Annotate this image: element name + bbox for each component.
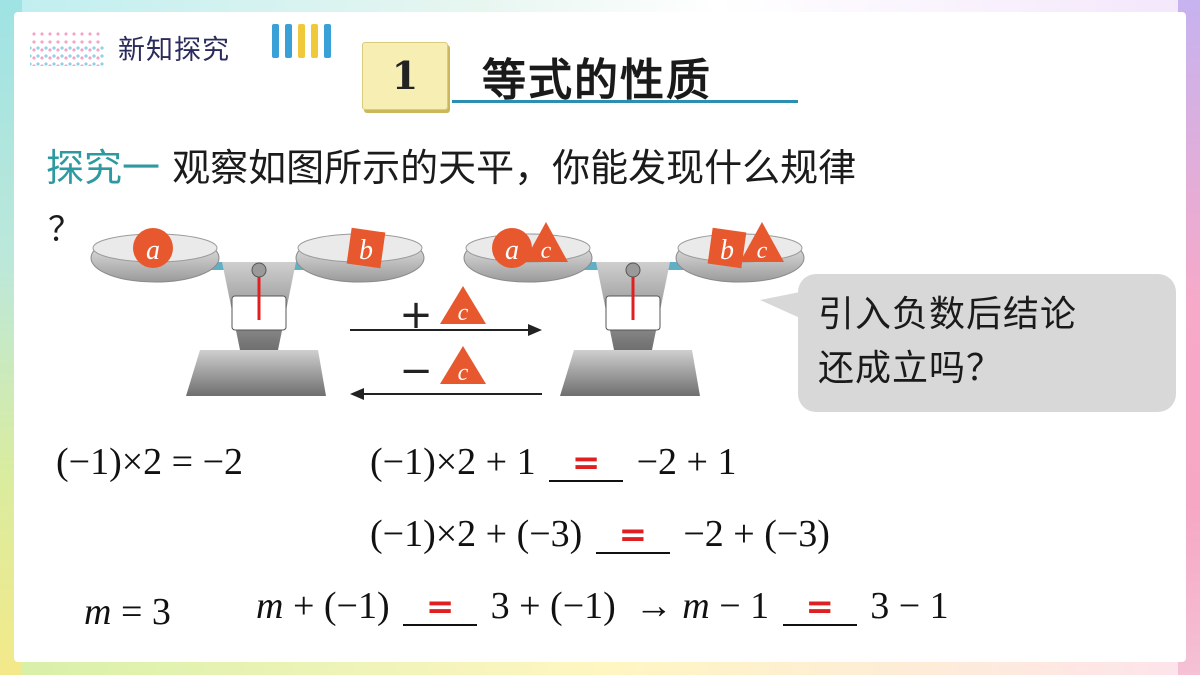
shape-c-label: c — [757, 238, 768, 264]
answer-equals: = — [571, 443, 601, 483]
variable-m: m — [256, 585, 284, 627]
answer-blank: = — [782, 587, 857, 627]
shape-c-label: c — [541, 238, 552, 264]
section-label: 新知探究 — [118, 35, 230, 66]
plus-sign: + — [399, 292, 433, 338]
shape-c-label: c — [458, 360, 469, 386]
scale-left: a b — [90, 227, 425, 396]
bubble-tail — [760, 292, 800, 318]
section-number-badge: 1 — [362, 42, 448, 110]
decorative-bar — [311, 24, 318, 58]
shape-b-square — [346, 227, 386, 269]
variable-m: m — [84, 591, 112, 633]
shape-c-triangle — [524, 222, 568, 262]
equation-2: (−1)×2 + 1 = −2 + 1 — [370, 440, 736, 484]
scale-right: a c b c — [463, 222, 805, 396]
equation-6-right: 3 − 1 — [870, 585, 949, 627]
background-bottom-strip — [0, 661, 1200, 675]
equation-2-left: (−1)×2 + 1 — [370, 441, 536, 483]
scale-left-base — [186, 350, 326, 396]
scale-right-base — [560, 350, 700, 396]
decorative-bars — [272, 24, 331, 58]
implies-arrow: → — [634, 585, 673, 627]
shape-c-triangle — [440, 346, 486, 384]
variable-m: m — [682, 585, 710, 627]
answer-blank: = — [549, 443, 624, 483]
decorative-dot-grid-blue — [30, 44, 104, 66]
shape-c-triangle — [740, 222, 784, 262]
explore-label: 探究一 — [46, 146, 161, 190]
page-title: 等式的性质 — [482, 55, 712, 106]
equation-2-right: −2 + 1 — [636, 441, 737, 483]
title-underline — [452, 100, 798, 103]
decorative-bar — [285, 24, 292, 58]
minus-sign: − — [399, 348, 433, 394]
explore-text: 观察如图所示的天平，你能发现什么规律 — [172, 146, 857, 190]
speech-bubble-text: 引入负数后结论 还成立吗？ — [818, 288, 1158, 396]
bubble-line-2: 还成立吗？ — [818, 348, 1004, 389]
shape-b-label: b — [359, 235, 373, 266]
scale-right-pivot — [625, 262, 641, 278]
shape-b-square — [707, 227, 747, 269]
shape-b-label: b — [720, 235, 734, 266]
speech-bubble — [798, 274, 1176, 412]
background-top-strip — [0, 0, 1200, 14]
decorative-bar — [324, 24, 331, 58]
shape-c-triangle — [440, 286, 486, 324]
equation-1: (−1)×2 = −2 — [56, 441, 244, 483]
bubble-line-1: 引入负数后结论 — [818, 294, 1078, 335]
equation-3-right: −2 + (−3) — [683, 513, 830, 555]
equation-4-rest: = 3 — [111, 591, 171, 633]
answer-blank: = — [403, 587, 478, 627]
shape-a-circle — [492, 228, 532, 268]
equation-3: (−1)×2 + (−3) = −2 + (−3) — [370, 512, 830, 556]
section-number: 1 — [391, 53, 419, 98]
equation-5-right: 3 + (−1) — [490, 585, 616, 627]
equation-3-left: (−1)×2 + (−3) — [370, 513, 583, 555]
arrow-left-head — [350, 388, 364, 400]
shape-a-circle — [133, 228, 173, 268]
explore-question: 探究一 观察如图所示的天平，你能发现什么规律 — [46, 140, 1056, 196]
equation-4: m = 3 — [84, 590, 171, 634]
answer-equals: = — [425, 587, 455, 627]
shape-a-label: a — [505, 235, 519, 266]
explore-question-end: ？ — [48, 210, 82, 250]
answer-equals: = — [618, 515, 648, 555]
operation-arrows: + c − c — [350, 286, 542, 400]
shape-c-label: c — [458, 300, 469, 326]
equation-5-left-rest: + (−1) — [283, 585, 390, 627]
shape-a-label: a — [146, 235, 160, 266]
equation-5: m + (−1) = 3 + (−1) → m − 1 = 3 − 1 — [256, 584, 949, 628]
answer-equals: = — [805, 587, 834, 627]
arrow-right-head — [528, 324, 542, 336]
decorative-bar — [272, 24, 279, 58]
scale-left-pivot — [251, 262, 267, 278]
answer-blank: = — [595, 515, 670, 555]
equation-6-left-rest: − 1 — [709, 585, 770, 627]
decorative-bar — [298, 24, 305, 58]
